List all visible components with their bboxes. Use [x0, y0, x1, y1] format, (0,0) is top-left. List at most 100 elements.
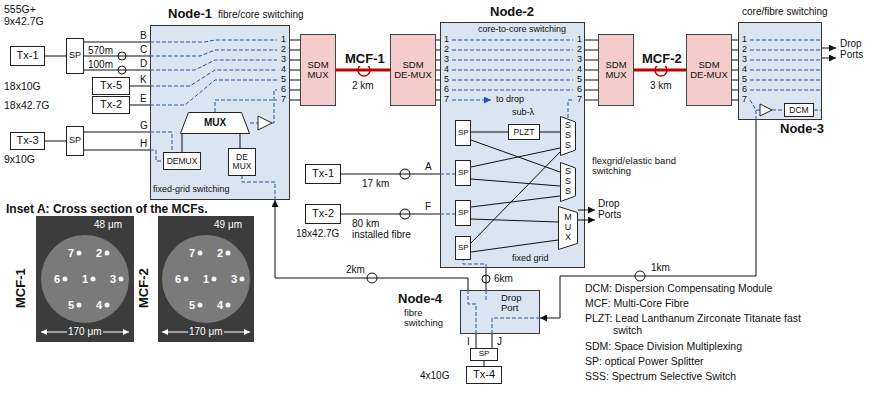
label-anchor: 1 [203, 273, 209, 285]
demux-box: DE MUX [228, 148, 256, 176]
text-label: fixed-grid switching [153, 185, 230, 195]
switching-node: core/fibre switchingNode-3DCM [738, 22, 822, 120]
node-label: SDM MUX [303, 60, 333, 80]
text-label: 2 [217, 247, 223, 259]
connector [732, 90, 738, 91]
edge-label: F [424, 201, 432, 212]
text-label: 100m [88, 59, 113, 70]
text-label: Drop Port [501, 293, 539, 314]
node-label: DCM [789, 106, 808, 115]
text-label: 4 [217, 299, 223, 311]
edge-label: I [466, 336, 471, 347]
label-anchor: 5 [189, 299, 195, 311]
text-label: 7 [189, 247, 195, 259]
drop-arrow [822, 58, 836, 59]
connector [290, 40, 300, 41]
splitter-box: SP [66, 126, 84, 156]
label-anchor: 4 [280, 65, 287, 75]
label-anchor: fibre switching [404, 308, 456, 328]
label-anchor: 2km [345, 264, 366, 275]
core [105, 303, 110, 308]
label-anchor: flexgrid/elastic band switching [592, 156, 676, 177]
node-label: SP [479, 350, 490, 358]
label-anchor: MCF-2 [641, 52, 683, 66]
text-label: 48 μm [94, 219, 122, 230]
transmitter-box: Tx-5 [92, 77, 130, 95]
connector [45, 141, 66, 142]
label-anchor: I [466, 336, 471, 347]
cores [184, 251, 245, 308]
connector [585, 50, 598, 51]
label-anchor: A [424, 161, 433, 172]
drop-arrow [578, 210, 595, 211]
label-anchor: 2 km [352, 80, 374, 91]
sdm-demux-box: SDM DE-MUX [390, 34, 436, 106]
fibre-cladding [162, 235, 250, 323]
text-label: 7 [68, 247, 74, 259]
text-label: 5 [443, 75, 450, 85]
legend-text: SP: optical Power Splitter [585, 356, 703, 368]
text-label: 3 [443, 55, 450, 65]
label-anchor: 1 [576, 35, 583, 45]
internal-path [452, 40, 573, 41]
connector [436, 100, 440, 101]
edge-label: C [139, 44, 148, 55]
internal-path [452, 70, 573, 71]
node-outline [460, 290, 540, 334]
label-anchor: MCF-1 [14, 308, 54, 322]
label-anchor: 7 [280, 95, 287, 105]
connector [476, 334, 477, 348]
connector [484, 361, 485, 366]
connector [436, 40, 440, 41]
label-anchor: MCF-1 [344, 52, 386, 66]
micrograph [36, 216, 134, 342]
label-anchor: 17 km [362, 178, 389, 189]
demux-box: DEMUX [163, 152, 201, 170]
text-label: 5 [280, 75, 287, 85]
transmitter-box: Tx-1 [305, 164, 341, 184]
label-anchor: 1 [443, 35, 450, 45]
internal-path [452, 90, 573, 91]
label-anchor: 3 km [650, 80, 672, 91]
label-anchor: 9x10G [4, 154, 35, 166]
label-anchor: PLZT: Lead Lanthanum Zirconate Titanate … [585, 313, 807, 336]
mcf-cross-section [158, 216, 254, 342]
sdm-mux-box: SDM MUX [300, 34, 336, 106]
core [105, 251, 110, 256]
label-anchor: SDM: Space Division Multiplexing [585, 341, 742, 353]
node-label: SP [69, 51, 81, 60]
legend-text: MCF: Multi-Core Fibre [585, 298, 689, 310]
splitter-box: SP [455, 236, 471, 260]
node-label: MUX [204, 118, 226, 129]
legend-text: PLZT: Lead Lanthanum Zirconate Titanate … [585, 313, 807, 336]
label-anchor: 2 [741, 45, 748, 55]
label-anchor: 2 [96, 247, 102, 259]
text-label: 18x42.7G [296, 228, 339, 239]
edge-label: J [496, 336, 503, 347]
text-label: 2 [741, 45, 748, 55]
node-label: SDM DE-MUX [393, 60, 433, 80]
label-anchor: fixed grid [512, 254, 549, 264]
label-anchor: 4 [443, 65, 450, 75]
edge-label: 1km [650, 262, 671, 273]
core [63, 277, 68, 282]
connector [290, 50, 300, 51]
connector [471, 132, 508, 133]
text-label: 3 [231, 273, 237, 285]
edge-label: K [139, 74, 148, 85]
text-label: 7 [280, 95, 287, 105]
connector [732, 60, 738, 61]
core [226, 251, 231, 256]
label-anchor: fixed-grid switching [153, 185, 230, 195]
label-anchor: 7 [741, 95, 748, 105]
node-label: PLZT [514, 128, 535, 137]
connector [182, 134, 183, 152]
label-anchor: 3 [576, 55, 583, 65]
connector [290, 80, 300, 81]
text-label: 1 [741, 35, 748, 45]
label-anchor: 18x42.7G [296, 228, 339, 239]
node-label: SP [69, 136, 81, 145]
label-anchor: 3 [280, 55, 287, 65]
node-label: DEMUX [167, 157, 198, 166]
text-label: 6 [741, 85, 748, 95]
